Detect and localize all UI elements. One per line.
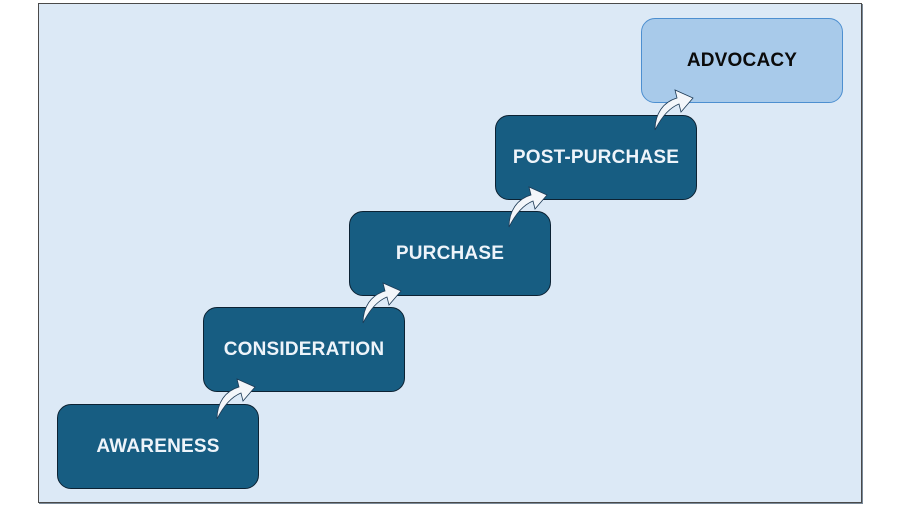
stage-post-purchase: POST-PURCHASE — [495, 115, 697, 200]
stage-label: CONSIDERATION — [223, 338, 385, 360]
stage-advocacy: ADVOCACY — [641, 18, 843, 103]
stage-label: PURCHASE — [395, 242, 505, 264]
stage-label: ADVOCACY — [686, 49, 798, 71]
stage-label: POST-PURCHASE — [512, 146, 680, 168]
stage-consideration: CONSIDERATION — [203, 307, 405, 392]
stage-label: AWARENESS — [96, 435, 220, 457]
stage-awareness: AWARENESS — [57, 404, 259, 489]
stage-purchase: PURCHASE — [349, 211, 551, 296]
